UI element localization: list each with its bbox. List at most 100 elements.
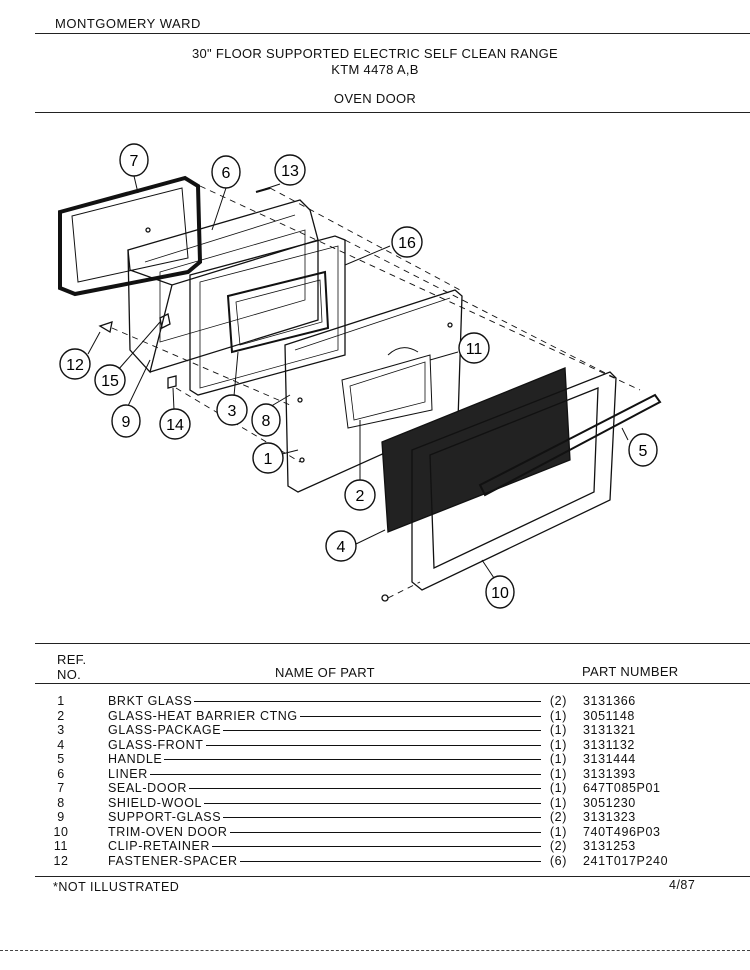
part-number-header: PART NUMBER	[582, 664, 679, 679]
callout-5: 5	[628, 433, 658, 467]
table-top-rule	[35, 643, 750, 644]
callout-14: 14	[159, 408, 191, 440]
part-name: GLASS-FRONT	[108, 737, 206, 752]
trim-oven-door-part	[411, 371, 617, 591]
callout-12: 12	[59, 348, 91, 380]
ref-number: 3	[57, 723, 65, 737]
quantity: (1)	[541, 723, 567, 737]
part-name: GLASS-HEAT BARRIER CTNG	[108, 708, 300, 723]
leader-line	[110, 817, 545, 818]
part-number: 241T017P240	[583, 853, 669, 868]
part-name: BRKT GLASS	[108, 694, 195, 708]
handle-part	[478, 393, 662, 497]
ref-number: 8	[57, 795, 65, 810]
header-rule	[35, 33, 750, 34]
quantity: (6)	[541, 853, 567, 868]
fastener-spacer-part	[98, 321, 113, 334]
glass-front-part	[381, 367, 571, 533]
callout-label: 4	[337, 539, 346, 556]
screw-bottom-part	[381, 594, 389, 602]
ref-number: 12	[53, 853, 69, 868]
ref-number: 1	[57, 694, 65, 708]
leader-line	[110, 860, 545, 862]
callout-13: 13	[274, 154, 306, 186]
ref-number: 11	[53, 839, 69, 853]
ref-header-line1: REF.	[57, 652, 87, 667]
part-number: 3131321	[583, 723, 636, 737]
quantity: (2)	[541, 694, 567, 708]
leader-line	[110, 831, 545, 833]
callout-label: 9	[122, 414, 131, 431]
part-number: 3051230	[583, 795, 636, 810]
callout-3: 3	[216, 394, 248, 426]
table-row: 4 GLASS-FRONT (1) 3131132	[0, 737, 750, 753]
fastener-14-part	[167, 375, 177, 389]
part-number: 647T085P01	[583, 781, 661, 795]
table-bottom-rule	[35, 876, 750, 877]
callout-label: 16	[398, 235, 416, 252]
ref-number: 7	[57, 781, 65, 795]
ref-number: 2	[57, 708, 65, 723]
callout-8: 8	[251, 403, 281, 437]
table-row: 7 SEAL-DOOR (1) 647T085P01	[0, 781, 750, 796]
leader-line	[110, 802, 545, 804]
liner-part	[127, 199, 319, 374]
part-name: CLIP-RETAINER	[108, 839, 213, 853]
callout-label: 1	[264, 451, 273, 468]
part-number: 3131323	[583, 810, 636, 824]
callout-label: 10	[491, 585, 509, 602]
callout-7: 7	[119, 143, 149, 177]
part-name: SHIELD-WOOL	[108, 795, 205, 810]
callout-label: 15	[101, 373, 119, 390]
section-title: OVEN DOOR	[333, 91, 417, 106]
table-row: 1 BRKT GLASS (2) 3131366	[0, 694, 750, 709]
callout-2: 2	[344, 479, 376, 511]
part-number: 740T496P03	[583, 824, 661, 839]
title-rule	[35, 112, 750, 113]
callout-1: 1	[252, 442, 284, 474]
callout-label: 14	[166, 417, 184, 434]
callout-11: 11	[458, 332, 490, 364]
callout-9: 9	[111, 404, 141, 438]
seal-door-part	[58, 175, 203, 297]
quantity: (1)	[541, 708, 567, 723]
part-name: TRIM-OVEN DOOR	[108, 824, 230, 839]
part-number: 3131366	[583, 694, 636, 708]
callout-15: 15	[94, 364, 126, 396]
quantity: (1)	[541, 766, 567, 781]
revision-date: 4/87	[669, 878, 696, 892]
part-number: 3051148	[583, 708, 635, 723]
glass-package-part	[189, 235, 346, 396]
ref-number: 6	[57, 766, 65, 781]
quantity: (1)	[541, 781, 567, 795]
callout-6: 6	[211, 155, 241, 189]
part-number: 3131132	[583, 737, 635, 752]
callout-label: 6	[222, 165, 231, 182]
callout-label: 8	[262, 413, 271, 430]
callout-label: 12	[66, 357, 84, 374]
callout-label: 11	[466, 341, 483, 358]
part-name: SUPPORT-GLASS	[108, 810, 224, 824]
quantity: (1)	[541, 752, 567, 766]
table-row: 2 GLASS-HEAT BARRIER CTNG (1) 3051148	[0, 708, 750, 724]
table-row: 11 CLIP-RETAINER (2) 3131253	[0, 839, 750, 854]
ref-number: 4	[57, 737, 65, 752]
footnote: *NOT ILLUSTRATED	[53, 880, 180, 894]
part-number: 3131253	[583, 839, 636, 853]
page-edge-rule	[0, 950, 750, 951]
part-name: SEAL-DOOR	[108, 781, 190, 795]
callout-4: 4	[325, 530, 357, 562]
support-glass-part	[159, 313, 171, 329]
leader-line	[110, 715, 545, 717]
ref-number: 9	[57, 810, 65, 824]
quantity: (1)	[541, 737, 567, 752]
quantity: (2)	[541, 839, 567, 853]
quantity: (1)	[541, 824, 567, 839]
